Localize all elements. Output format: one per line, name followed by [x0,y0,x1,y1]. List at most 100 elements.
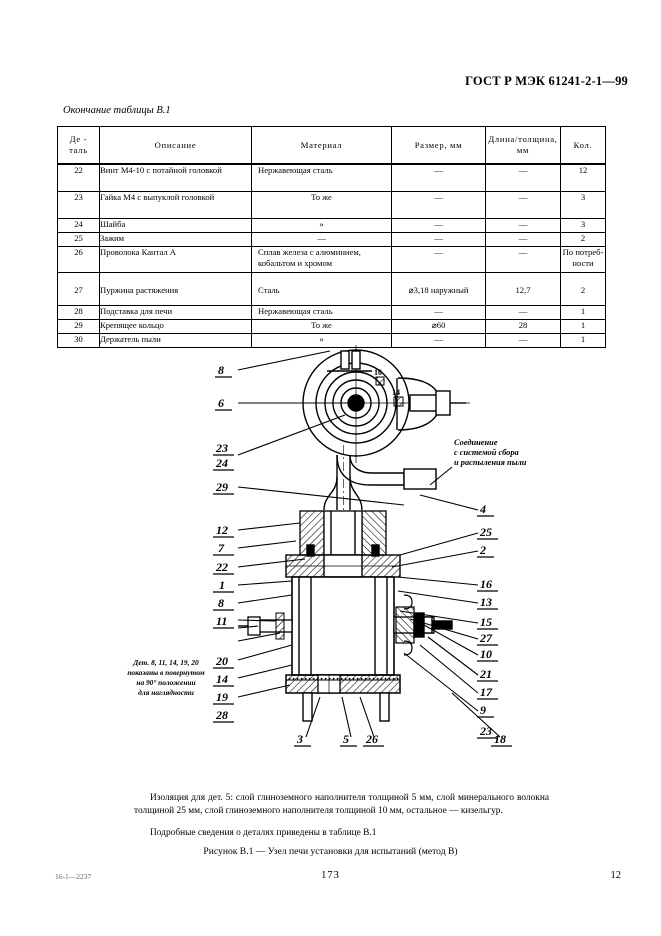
callout-19: 19 [216,690,228,704]
table-row: 27 Пуржина растяжения Сталь ⌀3,18 наружн… [57,271,606,306]
table-row: 26 Проволока Кантал А Сплав железа с алю… [57,245,606,273]
cell-quantity: 2 [560,271,606,306]
cell-length: 12,7 [485,271,561,306]
callout-25: 25 [479,525,492,539]
furnace-assembly-drawing: 8 6 23 24 29 12 7 22 1 8 11 [127,345,527,747]
cell-description: Подставка для печи [99,304,252,320]
figure-note-details: Подробные сведения о деталях приведены в… [150,828,377,838]
svg-text:на 90° положении: на 90° положении [136,678,195,687]
cell-detail: 28 [57,304,100,320]
cell-material: Сплав железа с алюмини­ем, кобальтом и х… [251,245,392,273]
cell-length: — [485,231,561,247]
callout-28: 28 [215,708,228,722]
column-header-length: Длина/толщина, мм [485,126,561,165]
column-header-quantity: Кол. [560,126,606,165]
table-row: 22 Винт М4-10 с потайной головкой Нержав… [57,163,606,192]
svg-text:Соединение: Соединение [454,438,498,447]
svg-text:для наглядности: для наглядности [138,688,194,697]
footer-signature: 16-1—2237 [55,872,92,881]
cell-quantity: 1 [560,332,606,348]
table-row: 24 Шайба » — — 3 [57,217,606,233]
callout-14: 14 [216,672,228,686]
footer-page-number-right: 12 [610,870,622,881]
callout-17: 17 [480,685,493,699]
cell-detail: 30 [57,332,100,348]
cell-material: Нержавеющая сталь [251,304,392,320]
callout-9: 9 [480,703,486,717]
callout-2: 2 [479,543,486,557]
cell-quantity: 2 [560,231,606,247]
callout-7: 7 [218,541,225,555]
cell-size: — [391,231,486,247]
cell-description: Проволока Кантал А [99,245,252,273]
table-row: 23 Гайка М4 с выпуклой го­ловкой То же —… [57,190,606,219]
callout-8-lower: 8 [218,596,224,610]
svg-text:и распыления пыли: и распыления пыли [454,458,527,467]
column-header-size: Размер, мм [391,126,486,165]
cell-length: — [485,190,561,219]
callout-8-top: 8 [218,363,224,377]
column-header-detail: Де - таль [57,126,100,165]
cell-length: — [485,217,561,233]
callout-20: 20 [215,654,228,668]
cell-quantity: 1 [560,318,606,334]
parts-table: Де - таль Описание Материал Размер, мм Д… [57,126,606,348]
callout-27: 27 [479,631,493,645]
callout-10: 10 [480,647,492,661]
callout-18: 18 [494,732,506,746]
cell-size: — [391,304,486,320]
cell-length: — [485,304,561,320]
callout-26: 26 [365,732,378,746]
cell-material: — [251,231,392,247]
table-row: 28 Подставка для печи Нержавеющая сталь … [57,304,606,320]
cell-quantity: По потреб­ности [560,245,606,273]
inline-label-14: 14 [392,388,400,397]
callout-13: 13 [480,595,492,609]
cell-material: То же [251,318,392,334]
cell-quantity: 12 [560,163,606,192]
cell-description: Пуржина растяжения [99,271,252,306]
cell-material: Нержавеющая сталь [251,163,392,192]
callout-24: 24 [215,456,228,470]
figure-note-insulation: Изоляция для дет. 5: слой глиноземного н… [134,793,549,817]
cell-size: — [391,190,486,219]
cell-length: 28 [485,318,561,334]
cell-size: — [391,217,486,233]
cell-detail: 26 [57,245,100,273]
cell-description: Держатель пыли [99,332,252,348]
cell-material: Сталь [251,271,392,306]
cell-description: Шайба [99,217,252,233]
cell-detail: 22 [57,163,100,192]
cell-size: ⌀3,18 наружный [391,271,486,306]
callout-12: 12 [216,523,228,537]
callout-29: 29 [215,480,228,494]
cell-description: Крепящее кольцо [99,318,252,334]
table-row: 29 Крепящее кольцо То же ⌀60 28 1 [57,318,606,334]
figure-title: Рисунок В.1 — Узел печи установки для ис… [203,846,458,857]
cell-length: — [485,245,561,273]
table-row: 25 Зажим — — — 2 [57,231,606,247]
cell-detail: 29 [57,318,100,334]
annotation-connection: Соединение с системой сбора и распыления… [454,438,527,467]
callout-21: 21 [479,667,492,681]
callout-23-right: 23 [479,724,492,738]
svg-text:Дет. 8, 11, 14, 19, 20: Дет. 8, 11, 14, 19, 20 [132,658,199,667]
cell-description: Зажим [99,231,252,247]
cell-material: » [251,332,392,348]
column-header-description: Описание [99,126,252,165]
callout-1: 1 [219,578,225,592]
column-header-material: Материал [251,126,392,165]
cell-description: Винт М4-10 с потайной головкой [99,163,252,192]
document-standard-reference: ГОСТ Р МЭК 61241-2-1—99 [465,74,628,88]
callout-4: 4 [479,502,486,516]
table-caption: Окончание таблицы В.1 [63,105,171,116]
callout-22-left: 22 [215,560,228,574]
cell-detail: 27 [57,271,100,306]
cell-detail: 23 [57,190,100,219]
cell-size: — [391,163,486,192]
table-header-row: Де - таль Описание Материал Размер, мм Д… [57,126,606,165]
cell-quantity: 3 [560,190,606,219]
cell-detail: 24 [57,217,100,233]
cell-quantity: 1 [560,304,606,320]
